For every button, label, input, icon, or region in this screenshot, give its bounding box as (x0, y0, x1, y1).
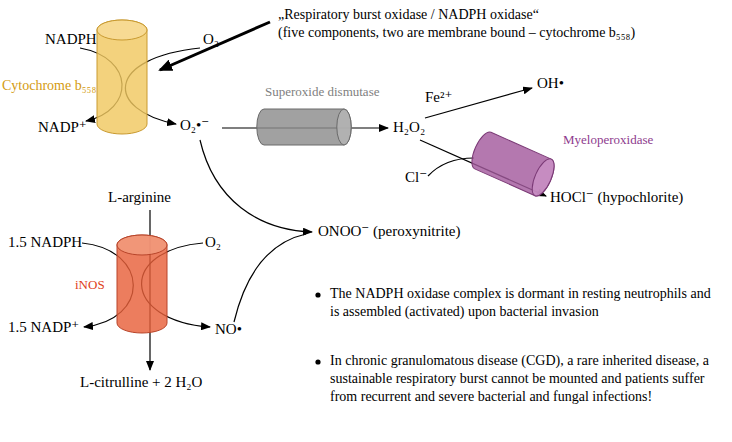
chloride-curve (428, 158, 474, 176)
note-text: In chronic granulomatous disease (CGD), … (330, 352, 715, 406)
chemical-label: HOCl⁻ (hypochlorite) (550, 188, 683, 206)
enzyme-name: Myeloperoxidase (563, 132, 653, 148)
callout-text: (five components, two are membrane bound… (278, 24, 635, 42)
enzyme-node: Myeloperoxidase (468, 112, 720, 194)
chemical-label: H₂O₂ (393, 118, 425, 136)
chemical-label: L-arginine (108, 188, 171, 206)
callout-arrow (160, 22, 270, 70)
chemical-label: ONOO⁻ (peroxynitrite) (318, 222, 460, 240)
chemical-label: NADP⁺ (38, 118, 87, 136)
bullet-dot (315, 292, 320, 297)
callout-text: „Respiratory burst oxidase / NADPH oxida… (278, 6, 539, 24)
chemical-label: O₂ (205, 233, 221, 251)
chemical-label: O₂•⁻ (180, 116, 209, 134)
enzyme-node: Cytochrome b₅₅₈ (2, 28, 160, 130)
fenton-arrow (425, 88, 532, 118)
inos-cylinder (117, 235, 167, 333)
enzyme-name: Superoxide dismutase (265, 84, 379, 100)
enzyme-node: Superoxide dismutase (262, 84, 394, 152)
chemical-label: L-citrulline + 2 H₂O (80, 373, 202, 391)
dismutase-cylinder (257, 109, 351, 145)
myeloperoxidase-cylinder (467, 129, 558, 199)
enzyme-name: Cytochrome b₅₅₈ (2, 78, 96, 94)
chemical-label: NO• (215, 320, 242, 338)
bullet-dot (315, 359, 320, 364)
chemical-label: Cl⁻ (405, 168, 427, 186)
chemical-label: NADPH (45, 30, 97, 48)
cytochrome-cylinder (97, 20, 147, 134)
chemical-label: O₂ (203, 30, 219, 48)
chemical-label: 1.5 NADPH (8, 233, 82, 251)
enzyme-shape (468, 112, 718, 192)
chemical-label: Fe²⁺ (425, 88, 452, 106)
enzyme-name: iNOS (75, 277, 105, 293)
no-to-peroxynitrite (234, 234, 306, 322)
superoxide-to-peroxynitrite (200, 140, 312, 232)
enzyme-node: iNOS (72, 244, 174, 326)
chemical-label: OH• (537, 74, 564, 92)
note-text: The NADPH oxidase complex is dormant in … (330, 285, 715, 321)
chemical-label: 1.5 NADP⁺ (8, 318, 79, 336)
